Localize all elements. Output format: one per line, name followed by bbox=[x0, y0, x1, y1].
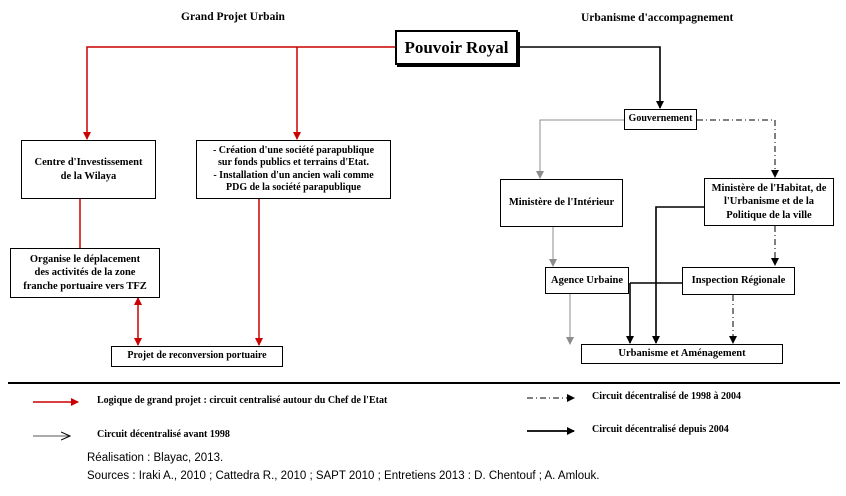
red-connectors bbox=[79, 46, 395, 346]
left-heading: Grand Projet Urbain bbox=[181, 11, 285, 23]
gray-connectors bbox=[536, 119, 624, 267]
dashdot-connectors bbox=[697, 119, 779, 344]
pouvoir-royal-box: Pouvoir Royal bbox=[395, 30, 518, 65]
legend-gray-label: Circuit décentralisé avant 1998 bbox=[97, 429, 230, 440]
legend-black-label: Circuit décentralisé depuis 2004 bbox=[592, 424, 729, 435]
legend-dashdot-label: Circuit décentralisé de 1998 à 2004 bbox=[592, 391, 741, 402]
realisation-credit: Réalisation : Blayac, 2013. bbox=[87, 452, 224, 464]
ministere-habitat-box: Ministère de l'Habitat, de l'Urbanisme e… bbox=[704, 178, 834, 226]
sources-credit: Sources : Iraki A., 2010 ; Cattedra R., … bbox=[87, 470, 600, 482]
centre-investissement-box: Centre d'Investissement de la Wilaya bbox=[21, 140, 156, 199]
legend-red-label: Logique de grand projet : circuit centra… bbox=[97, 395, 388, 406]
projet-reconversion-box: Projet de reconversion portuaire bbox=[111, 346, 283, 367]
urbanisme-amenagement-box: Urbanisme et Aménagement bbox=[581, 344, 783, 364]
agence-urbaine-box: Agence Urbaine bbox=[545, 267, 629, 294]
right-heading: Urbanisme d'accompagnement bbox=[581, 12, 734, 24]
organise-deplacement-box: Organise le déplacement des activités de… bbox=[10, 248, 160, 298]
black-connectors bbox=[518, 46, 704, 345]
ministere-interieur-box: Ministère de l'Intérieur bbox=[500, 179, 623, 227]
creation-societe-box: - Création d'une société parapublique su… bbox=[196, 140, 391, 199]
inspection-regionale-box: Inspection Régionale bbox=[682, 267, 795, 295]
gouvernement-box: Gouvernement bbox=[624, 109, 697, 130]
